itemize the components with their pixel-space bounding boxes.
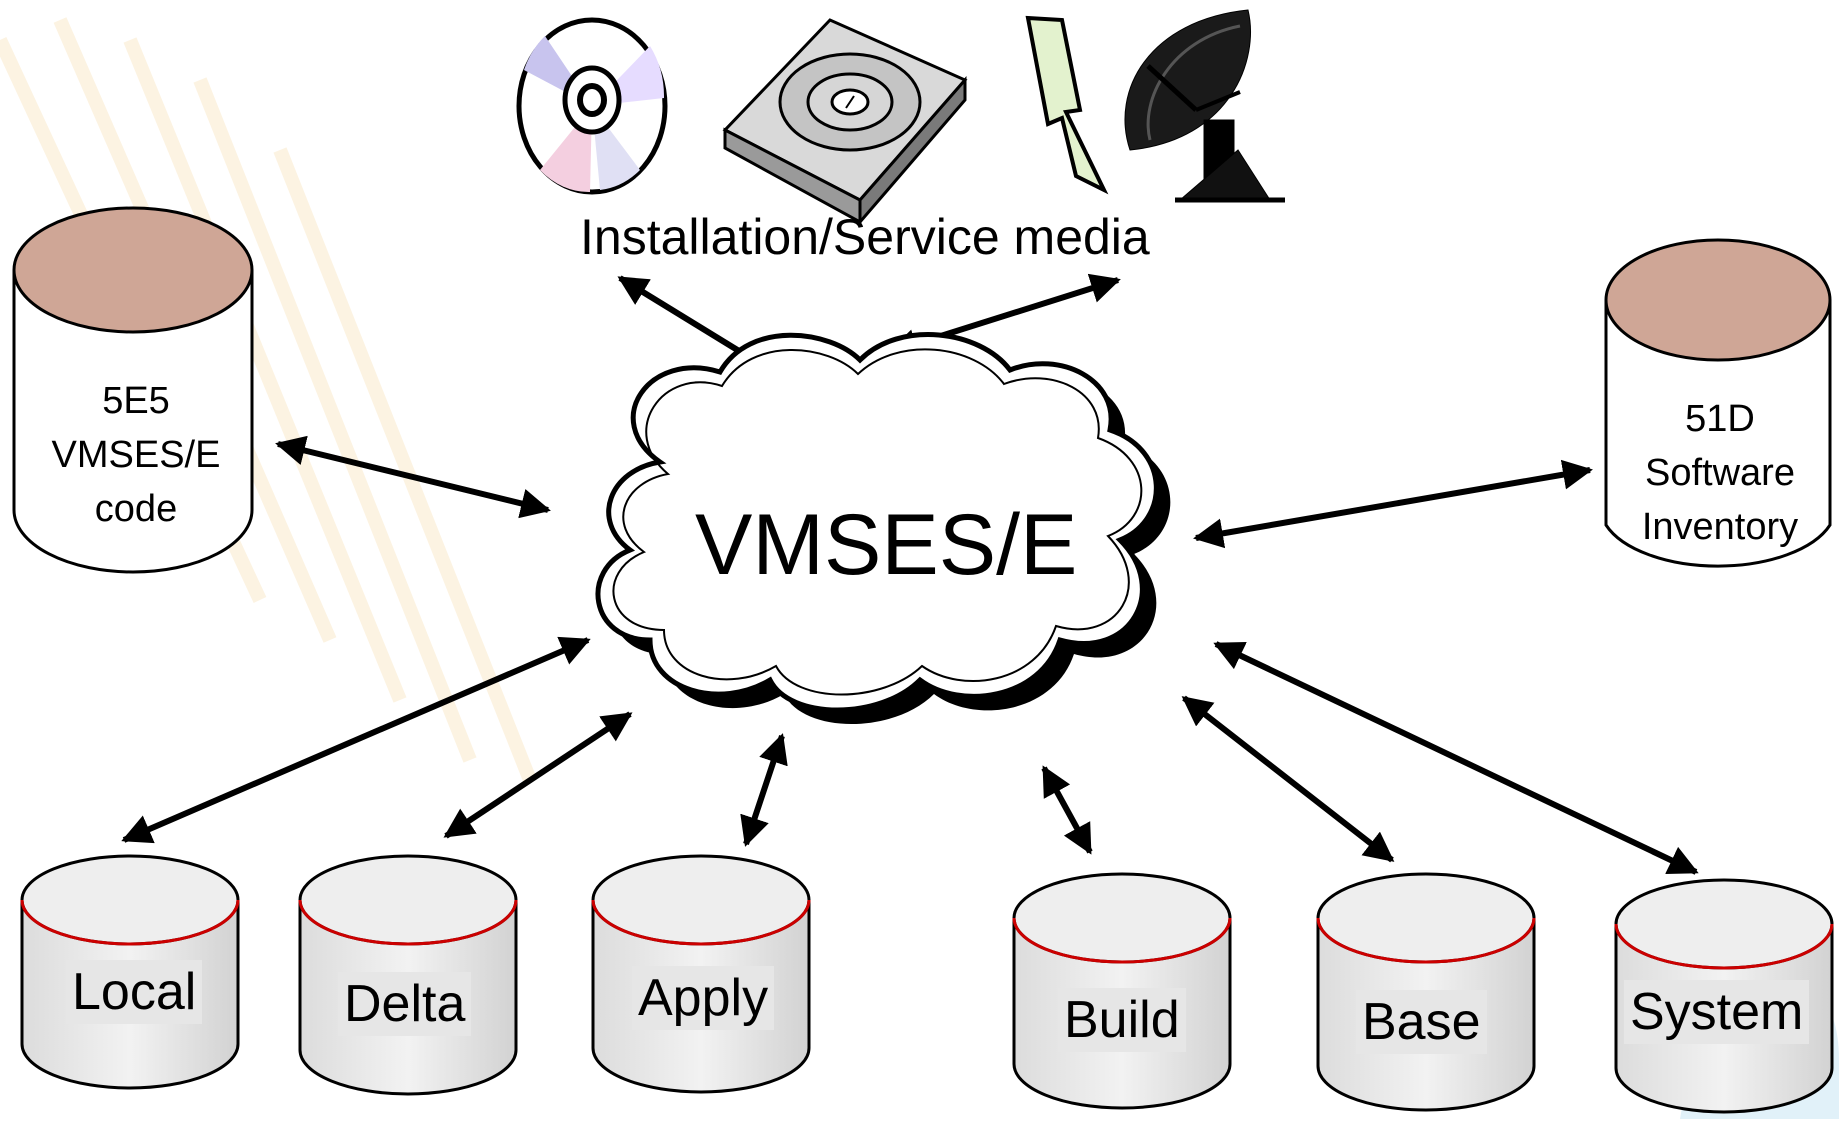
center-label: VMSES/E bbox=[695, 497, 1078, 593]
arrow-left-disk bbox=[275, 435, 551, 519]
arrow-local bbox=[121, 636, 591, 844]
disk-label-build: Build bbox=[1058, 988, 1186, 1052]
lightning-bolt-icon bbox=[1025, 15, 1109, 195]
bottom-disk-shapes bbox=[20, 854, 1834, 1114]
right-disk-line-3: Inventory bbox=[1641, 506, 1799, 548]
side-disk-left bbox=[12, 206, 254, 574]
cd-disc-icon bbox=[516, 17, 668, 195]
right-disk-line-2: Software bbox=[1645, 452, 1795, 494]
disk-label-apply: Apply bbox=[632, 966, 775, 1030]
vmses-cloud bbox=[595, 332, 1171, 724]
arrow-system bbox=[1213, 641, 1699, 875]
media-label: Installation/Service media bbox=[580, 209, 1150, 265]
disk-label-local: Local bbox=[66, 960, 203, 1024]
left-disk-line-3: code bbox=[94, 488, 178, 530]
arrow-apply bbox=[740, 733, 788, 847]
right-disk-label: 51D Software Inventory bbox=[1620, 392, 1820, 554]
disk-label-delta: Delta bbox=[338, 972, 472, 1036]
left-disk-line-2: VMSES/E bbox=[51, 434, 221, 476]
connector-arrows bbox=[121, 273, 1699, 875]
side-disk-right bbox=[1604, 238, 1832, 568]
left-disk-line-1: 5E5 bbox=[102, 380, 170, 422]
disk-label-base: Base bbox=[1356, 990, 1487, 1054]
arrow-delta bbox=[443, 711, 633, 839]
arrow-right-disk bbox=[1193, 459, 1593, 549]
disk-label-system: System bbox=[1624, 980, 1810, 1044]
satellite-dish-icon bbox=[1124, 9, 1285, 203]
right-disk-line-1: 51D bbox=[1685, 398, 1755, 440]
left-disk-label: 5E5 VMSES/E code bbox=[36, 374, 236, 536]
tape-cartridge-icon bbox=[722, 18, 968, 227]
arrow-build bbox=[1041, 765, 1093, 855]
arrow-base bbox=[1181, 695, 1395, 863]
